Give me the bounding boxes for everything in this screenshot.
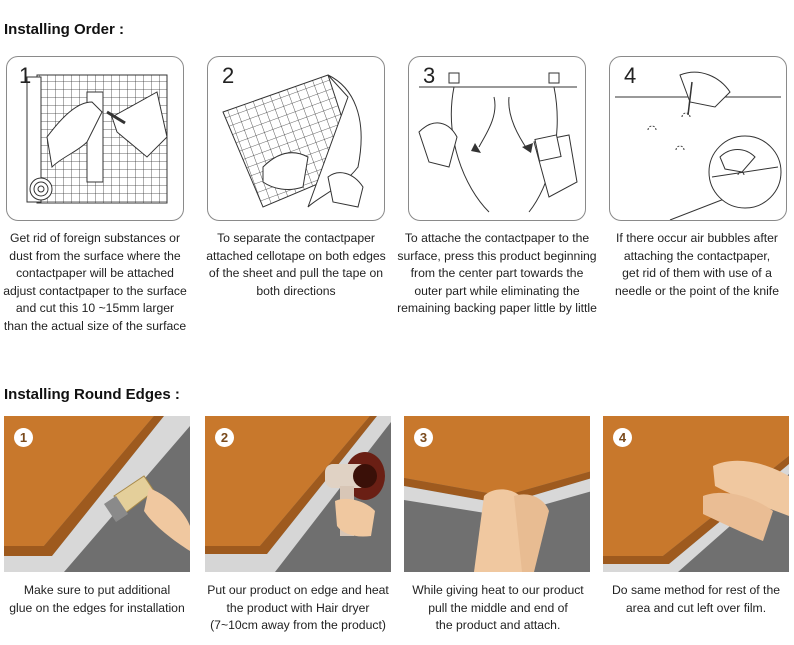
step-number: 1 [19,63,32,88]
round-edge-step-3-caption: While giving heat to our product pull th… [412,583,584,632]
step-number: 2 [222,63,235,88]
installing-order-heading: Installing Order : [4,21,125,38]
round-edge-step-1-caption: Make sure to put additional glue on the … [9,583,185,615]
grid-paper-cutting-illustration [26,74,168,204]
round-edge-step-4-photo: 4 [603,416,789,572]
pulling-film-photo [404,416,590,572]
round-edge-step-3-photo: 3 [404,416,590,572]
step-badge: 4 [613,428,632,447]
install-step-2-caption: To separate the contactpaper attached ce… [206,231,386,298]
peeling-tape-illustration [222,74,364,208]
step-number: 3 [423,63,436,88]
round-edge-step-4-caption: Do same method for rest of the area and … [612,583,780,615]
install-step-4-illustration: 4 [609,56,787,221]
pressing-sheet-illustration [418,72,578,213]
installing-round-edges-heading: Installing Round Edges : [4,386,180,403]
install-step-4-caption: If there occur air bubbles after attachi… [615,231,779,298]
step-badge: 3 [414,428,433,447]
install-step-1-illustration: 1 [6,56,184,221]
step-number: 4 [624,63,637,88]
install-step-1-caption: Get rid of foreign substances or dust fr… [3,231,187,333]
round-edge-step-2-photo: 2 [205,416,391,572]
glue-brush-photo [4,416,190,572]
install-step-3-illustration: 3 [408,56,586,221]
needle-bubble-illustration [615,71,782,220]
round-edge-step-2-caption: Put our product on edge and heat the pro… [207,583,389,632]
hair-dryer-photo [205,416,391,572]
finishing-edge-photo [603,416,789,572]
round-edge-step-1-photo: 1 [4,416,190,572]
install-step-2-illustration: 2 [207,56,385,221]
step-badge: 1 [14,428,33,447]
step-badge: 2 [215,428,234,447]
install-step-3-caption: To attache the contactpaper to the surfa… [397,231,597,315]
